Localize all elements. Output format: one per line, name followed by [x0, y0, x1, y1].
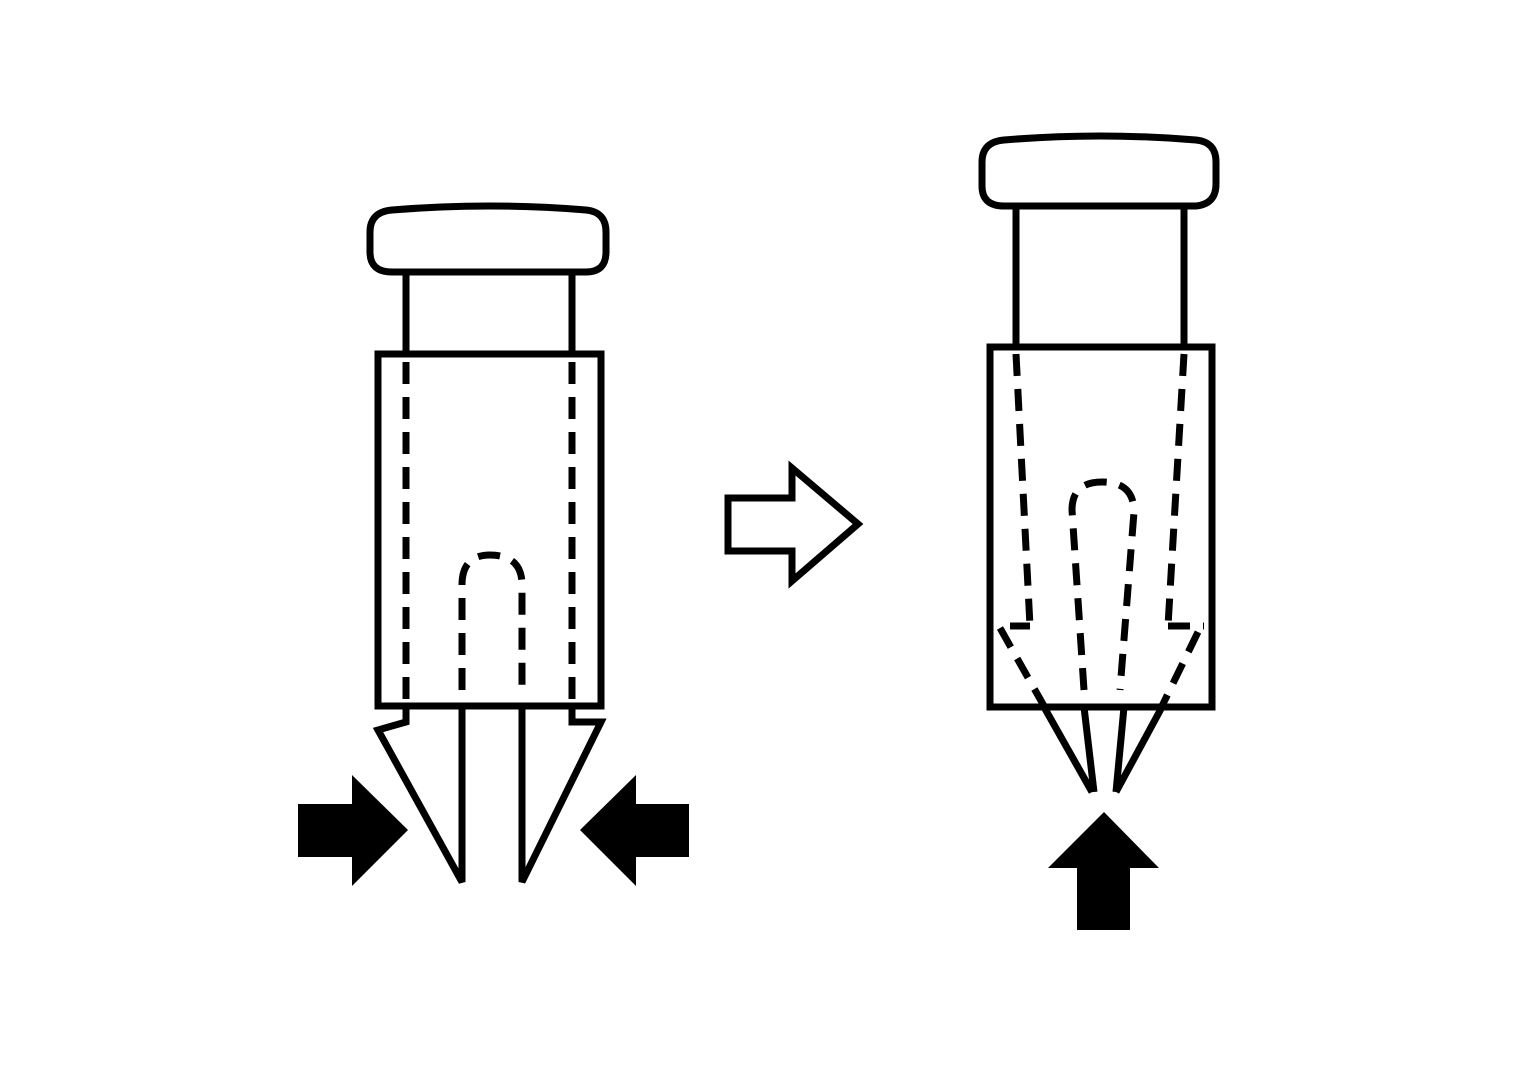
arrow-left-icon	[580, 775, 689, 886]
hollow-arrow-right-icon	[724, 460, 864, 589]
left-hidden-inner-loop	[458, 551, 526, 690]
right-clip-body	[986, 343, 1216, 711]
arrow-right-icon	[298, 775, 408, 886]
left-clip-figure	[298, 202, 689, 886]
right-tip-outer-right	[1112, 705, 1166, 794]
right-hidden-barb-right	[1158, 630, 1202, 708]
right-hidden-inner-loop	[1068, 478, 1138, 691]
right-clip-figure	[978, 132, 1220, 930]
right-hidden-leg-right	[1164, 353, 1188, 627]
right-hidden-barb-left	[996, 626, 1048, 708]
right-tip-outer-left	[1040, 705, 1096, 794]
left-clip-head	[366, 202, 610, 276]
right-tip-inner-left	[1080, 706, 1098, 793]
right-hidden-leg-left	[1012, 353, 1034, 627]
left-clip-body	[374, 350, 605, 710]
left-barb-right	[518, 706, 607, 884]
left-barb-left	[372, 706, 466, 884]
arrow-up-icon	[1048, 812, 1159, 930]
right-tip-inner-right	[1112, 706, 1128, 793]
right-clip-head	[978, 132, 1220, 210]
